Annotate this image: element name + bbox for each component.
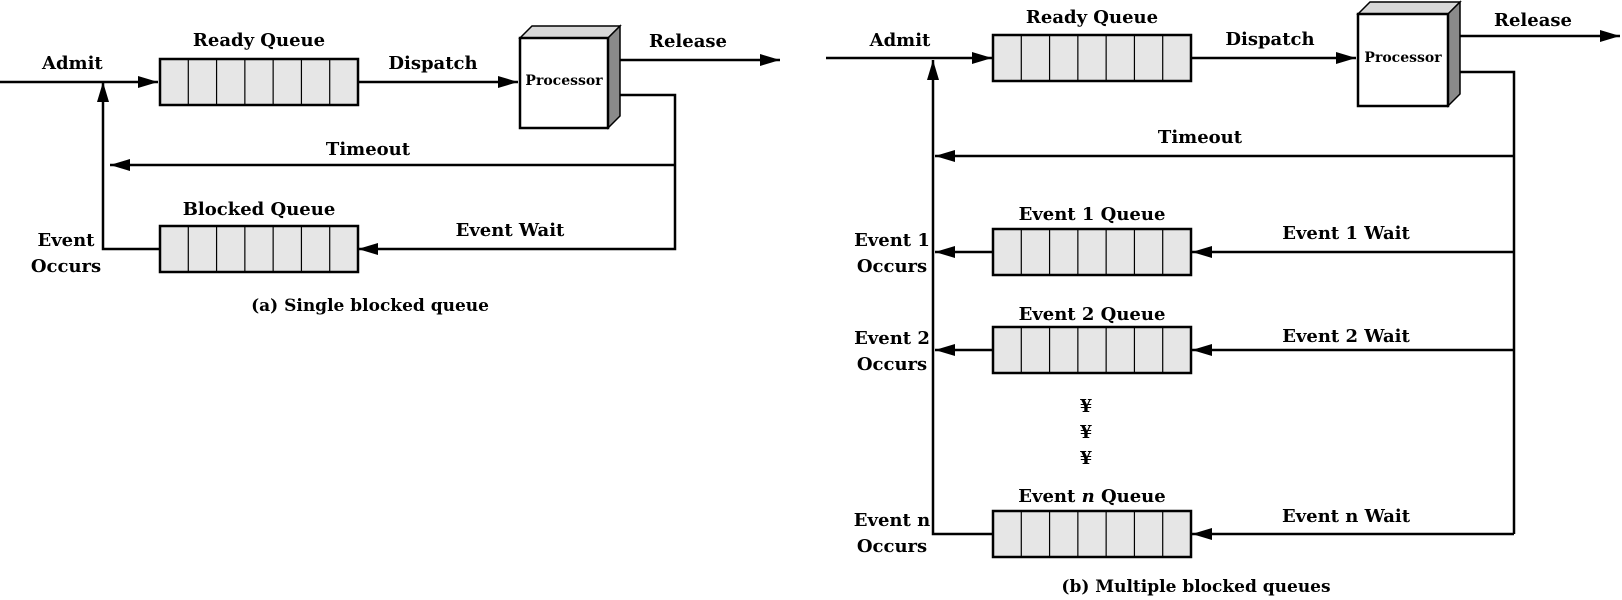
event2-queue-label: Event 2 Queue bbox=[1019, 304, 1166, 325]
caption-a: (a) Single blocked queue bbox=[251, 296, 489, 316]
dispatch-label-b: Dispatch bbox=[1225, 29, 1314, 50]
timeout-label-b: Timeout bbox=[1158, 127, 1243, 148]
blocked-queue bbox=[158, 224, 360, 274]
release-label-b: Release bbox=[1494, 10, 1572, 31]
processor-label-b: Processor bbox=[1364, 50, 1442, 66]
ready-queue-label: Ready Queue bbox=[193, 30, 325, 51]
eventn-occurs-label-2: Occurs bbox=[857, 536, 927, 557]
event1-wait-label: Event 1 Wait bbox=[1282, 223, 1410, 244]
dispatch-label: Dispatch bbox=[388, 53, 477, 74]
event1-occurs-label-2: Occurs bbox=[857, 256, 927, 277]
event-occurs-arrow bbox=[97, 82, 160, 251]
ready-queue-b bbox=[991, 33, 1193, 83]
ready-queue bbox=[158, 57, 360, 107]
event2-queue bbox=[991, 325, 1193, 375]
timeout-label: Timeout bbox=[326, 139, 411, 160]
processor-box-b: Processor bbox=[1356, 0, 1462, 108]
return-bus bbox=[927, 60, 993, 536]
blocked-queue-label: Blocked Queue bbox=[183, 199, 336, 220]
diagram-multiple-blocked-queues: Admit Ready Queue Dispatch Processor Rel… bbox=[826, 0, 1620, 597]
event1-queue-label: Event 1 Queue bbox=[1019, 204, 1166, 225]
ellipsis-3: ¥ bbox=[1080, 448, 1093, 469]
admit-label-b: Admit bbox=[869, 30, 931, 51]
admit-label: Admit bbox=[41, 53, 103, 74]
ellipsis-1: ¥ bbox=[1080, 396, 1093, 417]
event1-queue bbox=[991, 227, 1193, 277]
processor-box: Processor bbox=[518, 24, 622, 130]
event-occurs-label-2: Occurs bbox=[31, 256, 101, 277]
eventn-wait-label: Event n Wait bbox=[1282, 506, 1411, 527]
eventn-queue-label: Event n Queue bbox=[1018, 486, 1165, 507]
event-wait-arrow bbox=[358, 93, 677, 255]
eventn-queue bbox=[991, 509, 1193, 559]
event2-occurs-label-1: Event 2 bbox=[854, 328, 930, 349]
release-label: Release bbox=[649, 31, 727, 52]
ready-queue-label-b: Ready Queue bbox=[1026, 7, 1158, 28]
feedback-bus bbox=[1460, 70, 1516, 534]
event1-occurs-label-1: Event 1 bbox=[854, 230, 930, 251]
event-wait-label: Event Wait bbox=[456, 220, 565, 241]
eventn-occurs-label-1: Event n bbox=[854, 510, 930, 531]
event-occurs-label-1: Event bbox=[37, 230, 95, 251]
caption-b: (b) Multiple blocked queues bbox=[1061, 577, 1330, 597]
ellipsis-2: ¥ bbox=[1080, 422, 1093, 443]
event2-occurs-label-2: Occurs bbox=[857, 354, 927, 375]
processor-label: Processor bbox=[525, 73, 603, 89]
event2-wait-label: Event 2 Wait bbox=[1282, 326, 1410, 347]
diagram-single-blocked-queue: Admit Ready Queue Dispatch Processor Rel… bbox=[0, 24, 780, 316]
